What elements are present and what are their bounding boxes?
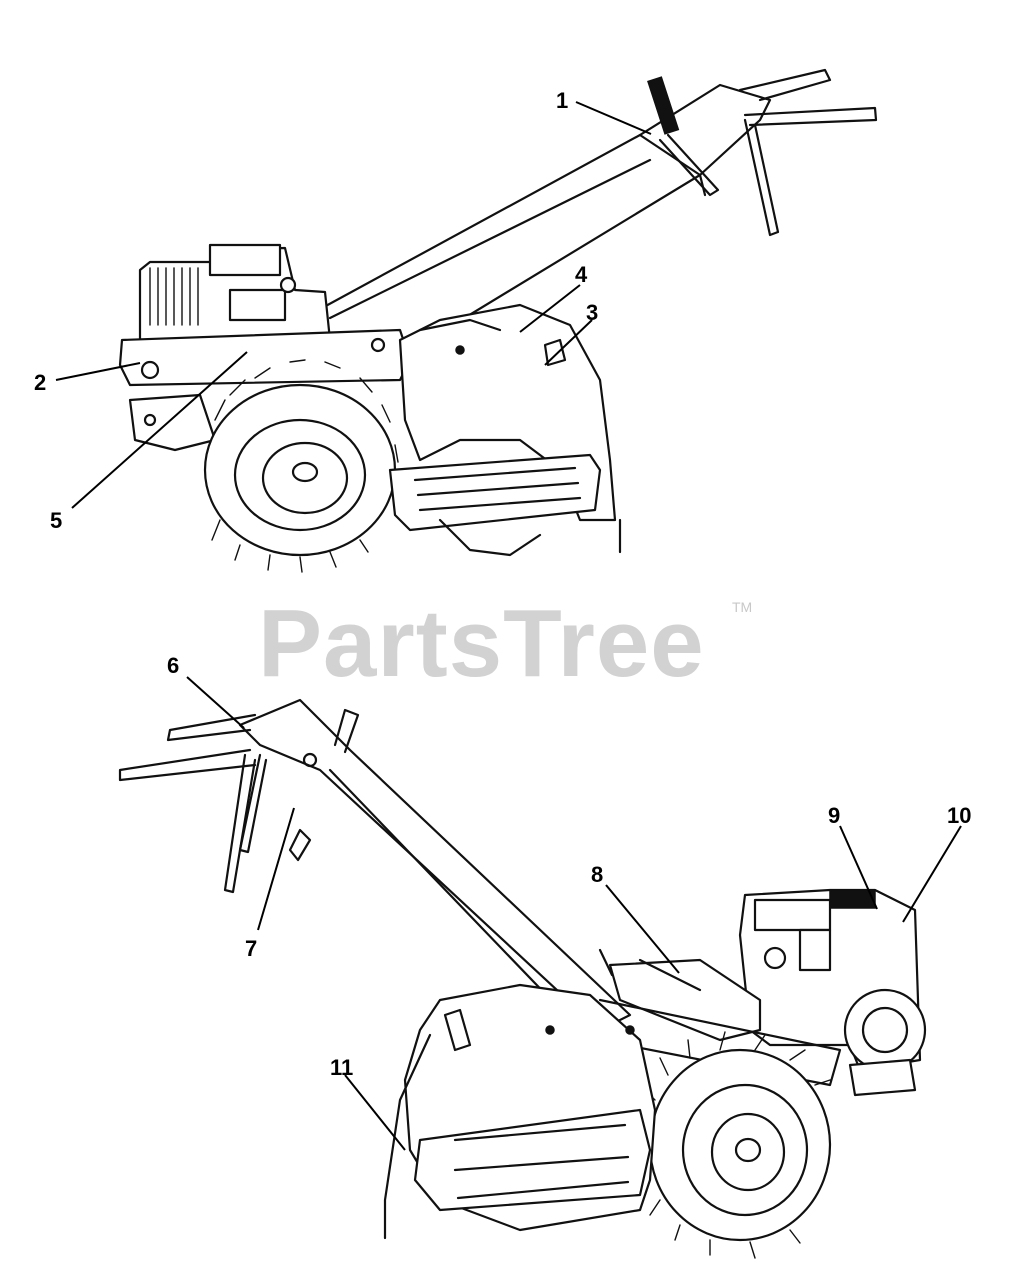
callout-7: 7	[245, 936, 257, 961]
leader-3	[544, 319, 593, 366]
callout-2: 2	[34, 370, 46, 395]
bottom-wheel	[639, 1031, 832, 1259]
leader-6	[186, 676, 245, 729]
tiller-top-view	[118, 68, 878, 573]
leader-8	[605, 884, 680, 974]
leader-11	[344, 1074, 406, 1151]
callout-5: 5	[50, 508, 62, 533]
leader-10	[902, 825, 962, 923]
top-tine-hood	[388, 303, 622, 557]
callout-9: 9	[828, 803, 840, 828]
watermark-trademark: TM	[732, 599, 752, 615]
leader-2	[55, 362, 141, 381]
callout-8: 8	[591, 862, 603, 887]
top-frame	[118, 328, 412, 452]
leader-1	[575, 101, 652, 135]
top-handlebars	[298, 68, 878, 347]
callout-3: 3	[586, 300, 598, 325]
watermark-text: PartsTree	[258, 590, 705, 697]
top-wheel	[203, 359, 399, 573]
bottom-handlebars	[118, 698, 632, 1032]
watermark: PartsTree TM	[258, 590, 752, 697]
callout-11: 11	[330, 1055, 353, 1080]
bottom-tine-hood	[383, 983, 657, 1240]
callout-labels: 1 2 3 4 5 6 7 8 9 10 11	[34, 88, 971, 1080]
leader-lines	[55, 101, 962, 1151]
top-engine	[138, 243, 332, 347]
shift-lever-grip	[647, 76, 680, 135]
callout-6: 6	[167, 653, 179, 678]
leader-7	[257, 807, 295, 931]
leader-5	[71, 351, 248, 509]
callout-4: 4	[575, 262, 588, 287]
callout-1: 1	[556, 88, 568, 113]
tiller-bottom-view	[118, 698, 927, 1259]
callout-10: 10	[947, 803, 971, 828]
bottom-engine	[738, 888, 927, 1097]
leader-4	[519, 284, 581, 333]
leader-9	[839, 825, 878, 910]
